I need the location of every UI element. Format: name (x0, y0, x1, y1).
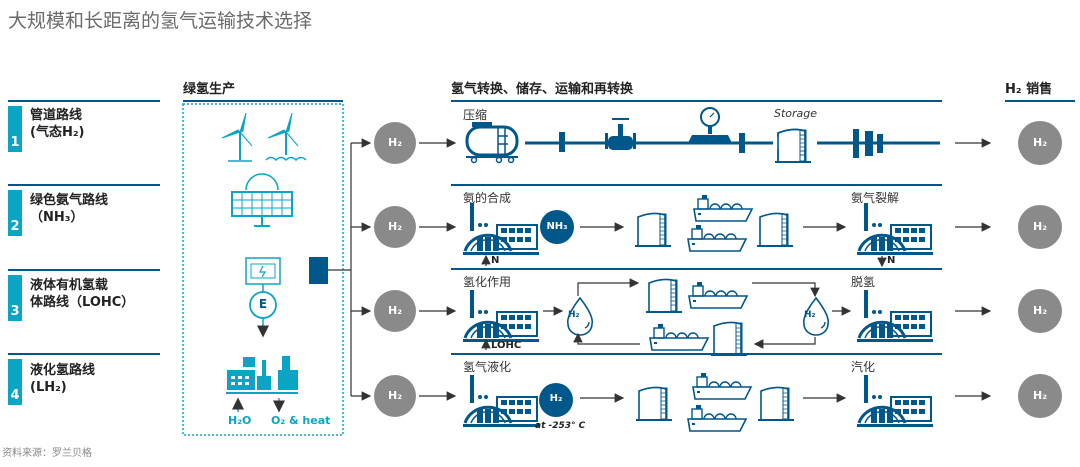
source-note: 资料来源：罗兰贝格 (2, 448, 92, 459)
route-sub: (气态H₂) (30, 125, 85, 140)
h2-sales-label: H₂ (1032, 304, 1048, 317)
dehydrogenation-plant-icon (855, 288, 935, 344)
temperature-label: at -253° C (535, 421, 586, 431)
route-name: 液体有机氢载 (30, 278, 109, 293)
lh2-row (461, 372, 935, 432)
ship-icon (692, 372, 752, 400)
vaporization-label: 汽化 (851, 360, 876, 374)
ship-icon (687, 404, 747, 432)
route-number-1: 1 (8, 106, 22, 152)
valve-icon (605, 118, 636, 150)
ammonia-synthesis-label: 氨的合成 (463, 191, 512, 205)
production-header: 绿氢生产 (183, 82, 236, 97)
industrial-plant-icon (226, 356, 298, 394)
ammonia-cracking-plant-icon (855, 201, 935, 257)
storage-tank-icon (757, 386, 795, 422)
h2-sales-label: H₂ (1032, 136, 1048, 149)
lohc-drop-label: H₂ (568, 310, 580, 320)
route-dividers (8, 100, 160, 355)
route-sub: 体路线（LOHC） (30, 295, 135, 310)
arrows-into-rows (419, 138, 457, 401)
storage-tank-icon (635, 386, 673, 422)
water-input-label: H₂O (228, 414, 252, 427)
h2-source-label: H₂ (387, 389, 403, 402)
pressure-gauge-icon (688, 107, 732, 143)
lh2-carrier-circle (539, 383, 573, 417)
electrolyzer-icon (245, 257, 281, 338)
lohc-drop-label: H₂ (804, 310, 816, 320)
ship-icon (649, 323, 709, 351)
distribution-bracket (328, 138, 372, 401)
electrolyzer-label: E (258, 297, 268, 311)
route-2-label: 绿色氨气路线 （NH₃） (30, 192, 108, 226)
page-title: 大规模和长距离的氢气运输技术选择 (8, 10, 313, 32)
ship-icon (687, 224, 747, 252)
storage-tank-icon (634, 212, 672, 248)
h2-source-label: H₂ (387, 304, 403, 317)
lohc-input-label: LOHC (491, 340, 522, 351)
storage-tank-icon (645, 278, 683, 314)
ammonia-synthesis-plant-icon (461, 201, 541, 257)
vaporization-plant-icon (855, 373, 935, 429)
flange-icon (559, 132, 565, 152)
storage-label: Storage (774, 107, 818, 120)
h2-source-label: H₂ (387, 220, 403, 233)
route-number-4: 4 (8, 359, 22, 405)
conversion-dividers (451, 100, 942, 355)
route-3-label: 液体有机氢载体路线（LOHC） (30, 277, 134, 311)
nh3-carrier-circle (540, 210, 574, 244)
route-name: 绿色氨气路线 (30, 193, 109, 208)
route-1-label: 管道路线 (气态H₂) (30, 107, 84, 141)
route-name: 管道路线 (30, 108, 83, 123)
ship-icon (693, 194, 753, 222)
arrows-to-sales (955, 138, 992, 401)
h2-sales-label: H₂ (1032, 220, 1048, 233)
hydrogenation-label: 氢化作用 (463, 275, 512, 289)
dehydrogenation-label: 脱氢 (851, 275, 876, 289)
nh3-label: NH₃ (546, 221, 568, 232)
ship-icon (688, 281, 748, 309)
route-number-3: 3 (8, 275, 22, 321)
route-sub: （NH₃） (30, 210, 84, 225)
storage-tank-icon (710, 321, 748, 357)
compressor-truck-icon (465, 122, 519, 164)
nitrogen-input-label: N (491, 255, 500, 266)
route-number-2: 2 (8, 190, 22, 236)
route-4-label: 液化氢路线 (LH₂) (30, 362, 95, 396)
lohc-row (461, 278, 935, 357)
conversion-header: 氢气转换、储存、运输和再转换 (451, 82, 634, 97)
h2-source-circles (374, 122, 416, 417)
hydrogenation-plant-icon (461, 288, 541, 344)
ammonia-row (461, 194, 935, 268)
h2-sales-circles (1018, 121, 1062, 418)
route-name: 液化氢路线 (30, 363, 96, 378)
pipe-end-flanges-icon (853, 129, 883, 158)
sales-header: H₂ 销售 (1005, 82, 1053, 97)
hub-block (309, 257, 328, 284)
liquefaction-label: 氢气液化 (463, 360, 512, 374)
compression-label: 压缩 (463, 108, 488, 122)
storage-tank-icon (756, 212, 794, 248)
nitrogen-output-label: N (887, 255, 896, 266)
wind-turbine-icon (221, 112, 307, 162)
route-sub: (LH₂) (30, 380, 67, 395)
pipeline-row (465, 107, 940, 164)
solar-panel-icon (231, 173, 293, 227)
liquefaction-plant-icon (461, 373, 541, 429)
h2-sales-label: H₂ (1032, 389, 1048, 402)
h2-source-label: H₂ (387, 136, 403, 149)
oxygen-heat-output-label: O₂ & heat (271, 414, 331, 427)
lh2-label: H₂ (549, 393, 563, 404)
ammonia-cracking-label: 氨气裂解 (851, 191, 900, 205)
flange-icon (739, 133, 745, 153)
